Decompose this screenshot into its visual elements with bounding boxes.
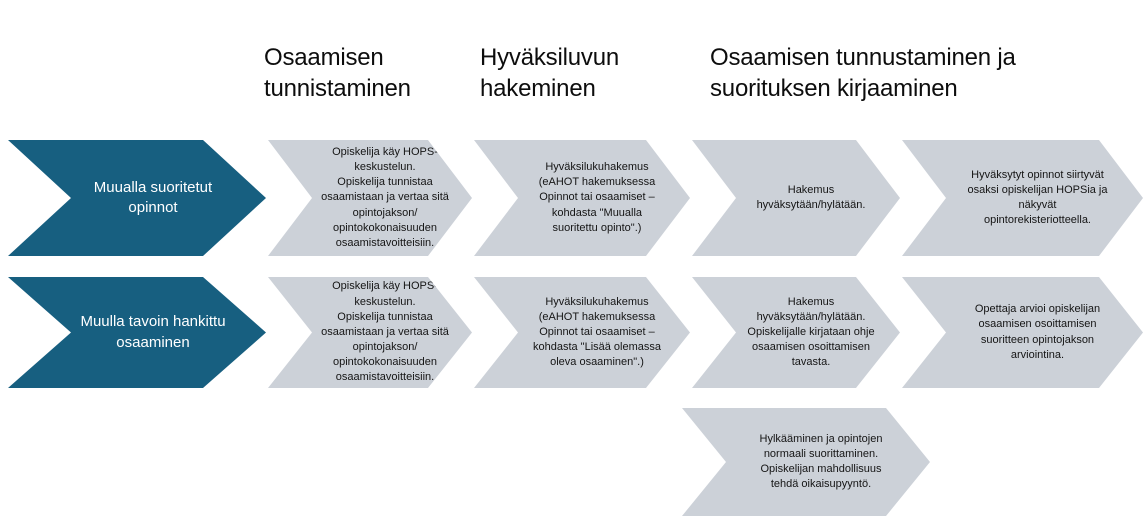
row-2-step-3-chevron: Hakemus hyväksytään/hylätään. Opiskelija… xyxy=(692,277,900,388)
row-2-step-2-label: Hyväksilukuhakemus (eAHOT hakemuksessa O… xyxy=(532,295,662,369)
row-1-step-4-label: Hyväksytyt opinnot siirtyvät osaksi opis… xyxy=(967,168,1108,227)
row-2-step-4-label: Opettaja arvioi opiskelijan osaamisen os… xyxy=(974,303,1101,361)
row-2-step-2-chevron: Hyväksilukuhakemus (eAHOT hakemuksessa O… xyxy=(474,277,690,388)
row-1-lead-chevron: Muualla suoritetut opinnot xyxy=(8,140,266,256)
row-2-step-3-label: Hakemus hyväksytään/hylätään. Opiskelija… xyxy=(747,295,875,369)
row-1-lead-label: Muualla suoritetut opinnot xyxy=(93,178,213,216)
row-1-step-3-chevron: Hakemus hyväksytään/hylätään. xyxy=(692,140,900,256)
row-2-step-1-label: Opiskelija käy HOPS- keskustelun. Opiske… xyxy=(321,280,449,384)
column-heading-osaamisen-tunnistaminen: Osaamisen tunnistaminen xyxy=(264,44,411,103)
row-1-step-2-chevron: Hyväksilukuhakemus (eAHOT hakemuksessa O… xyxy=(474,140,690,256)
row-2-step-1-chevron: Opiskelija käy HOPS- keskustelun. Opiske… xyxy=(268,277,472,388)
row-3-step-1-label: Hylkääminen ja opintojen normaali suorit… xyxy=(759,432,883,491)
row-2-step-4-chevron: Opettaja arvioi opiskelijan osaamisen os… xyxy=(902,277,1143,388)
row-1-step-3-label: Hakemus hyväksytään/hylätään. xyxy=(756,183,866,211)
row-2-lead-chevron: Muulla tavoin hankittu osaaminen xyxy=(8,277,266,388)
row-1-step-2-label: Hyväksilukuhakemus (eAHOT hakemuksessa O… xyxy=(538,161,656,234)
row-1-step-1-label: Opiskelija käy HOPS- keskustelun. Opiske… xyxy=(321,145,449,249)
row-3-step-1-chevron: Hylkääminen ja opintojen normaali suorit… xyxy=(682,408,930,516)
column-heading-hyvaksiluvun-hakeminen: Hyväksiluvun hakeminen xyxy=(480,44,619,103)
row-2-lead-label: Muulla tavoin hankittu osaaminen xyxy=(80,313,226,351)
row-1-step-4-chevron: Hyväksytyt opinnot siirtyvät osaksi opis… xyxy=(902,140,1143,256)
row-1-step-1-chevron: Opiskelija käy HOPS- keskustelun. Opiske… xyxy=(268,140,472,256)
column-heading-osaamisen-tunnustaminen: Osaamisen tunnustaminen ja suorituksen k… xyxy=(710,44,1016,103)
